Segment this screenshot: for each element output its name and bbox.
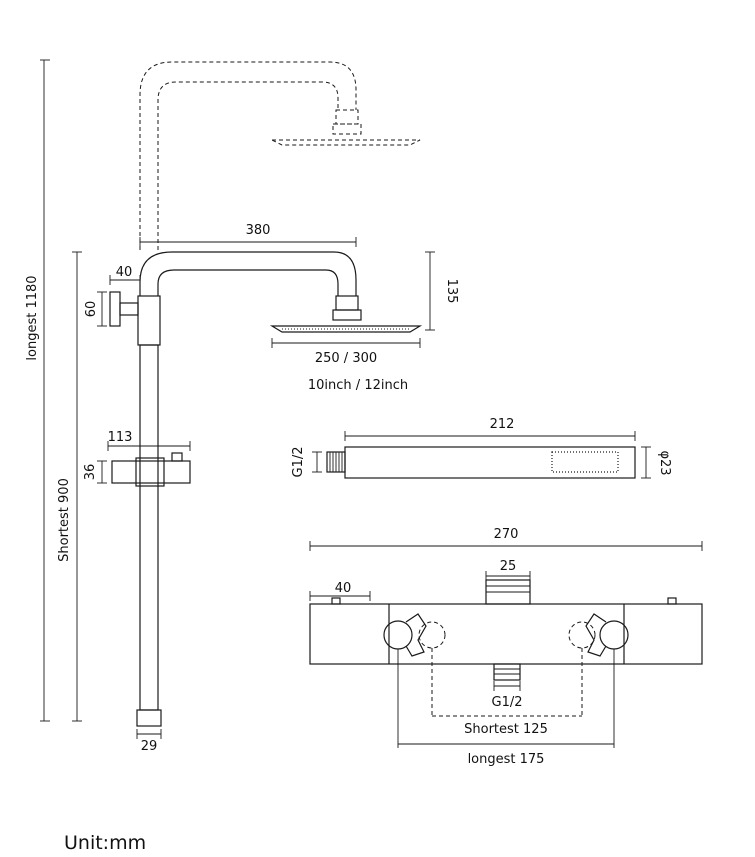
label-135: 135 bbox=[444, 279, 459, 304]
label-40-valve: 40 bbox=[335, 581, 352, 596]
label-head-inch: 10inch / 12inch bbox=[308, 378, 408, 393]
thermostatic-valve bbox=[309, 579, 703, 681]
label-113: 113 bbox=[108, 430, 133, 445]
label-25: 25 bbox=[500, 559, 517, 574]
label-212: 212 bbox=[490, 417, 515, 432]
dim-212: 212 bbox=[344, 417, 636, 441]
label-head-size: 250 / 300 bbox=[315, 351, 377, 366]
dim-shortest-125: Shortest 125 bbox=[431, 648, 583, 737]
dim-36: 36 bbox=[83, 460, 107, 484]
label-29: 29 bbox=[141, 739, 158, 754]
extended-riser-dashed bbox=[139, 61, 357, 250]
label-40-top: 40 bbox=[116, 265, 133, 280]
dim-g12-hand: G1/2 bbox=[291, 447, 322, 478]
label-longest-1180: longest 1180 bbox=[25, 275, 40, 360]
dim-380: 380 bbox=[139, 223, 357, 247]
dim-40-top: 40 bbox=[109, 265, 141, 285]
wall-bracket bbox=[109, 291, 121, 327]
hand-shower bbox=[326, 446, 636, 479]
label-longest-175: longest 175 bbox=[468, 752, 545, 767]
dim-shortest-900: Shortest 900 bbox=[57, 251, 82, 722]
slide-holder bbox=[111, 452, 191, 487]
dim-phi23: φ23 bbox=[641, 446, 672, 479]
dim-29: 29 bbox=[136, 729, 162, 754]
dim-135: 135 bbox=[425, 251, 459, 331]
dim-270: 270 bbox=[309, 527, 703, 551]
dim-g12-valve: G1/2 bbox=[492, 681, 523, 710]
rain-shower-head bbox=[269, 295, 423, 333]
label-g12-hand: G1/2 bbox=[291, 447, 306, 478]
unit-label: Unit:mm bbox=[64, 832, 147, 854]
label-shortest-125: Shortest 125 bbox=[464, 722, 548, 737]
riser-connector bbox=[137, 295, 161, 346]
dim-longest-1180: longest 1180 bbox=[25, 59, 50, 722]
dim-longest-175: longest 175 bbox=[397, 649, 615, 767]
label-270: 270 bbox=[494, 527, 519, 542]
riser-bottom-cap bbox=[136, 709, 162, 727]
label-380: 380 bbox=[246, 223, 271, 238]
dim-113: 113 bbox=[107, 430, 191, 451]
label-g12-valve: G1/2 bbox=[492, 695, 523, 710]
dim-60: 60 bbox=[84, 291, 107, 327]
riser-pipe bbox=[139, 344, 159, 711]
label-phi23: φ23 bbox=[657, 450, 672, 475]
dim-25: 25 bbox=[485, 559, 531, 581]
dim-40-valve: 40 bbox=[309, 581, 371, 601]
dim-head-width: 250 / 300 10inch / 12inch bbox=[271, 338, 421, 393]
label-shortest-900: Shortest 900 bbox=[57, 478, 72, 562]
label-60: 60 bbox=[84, 301, 99, 318]
label-36: 36 bbox=[83, 464, 98, 481]
riser-top-arm bbox=[139, 251, 357, 296]
